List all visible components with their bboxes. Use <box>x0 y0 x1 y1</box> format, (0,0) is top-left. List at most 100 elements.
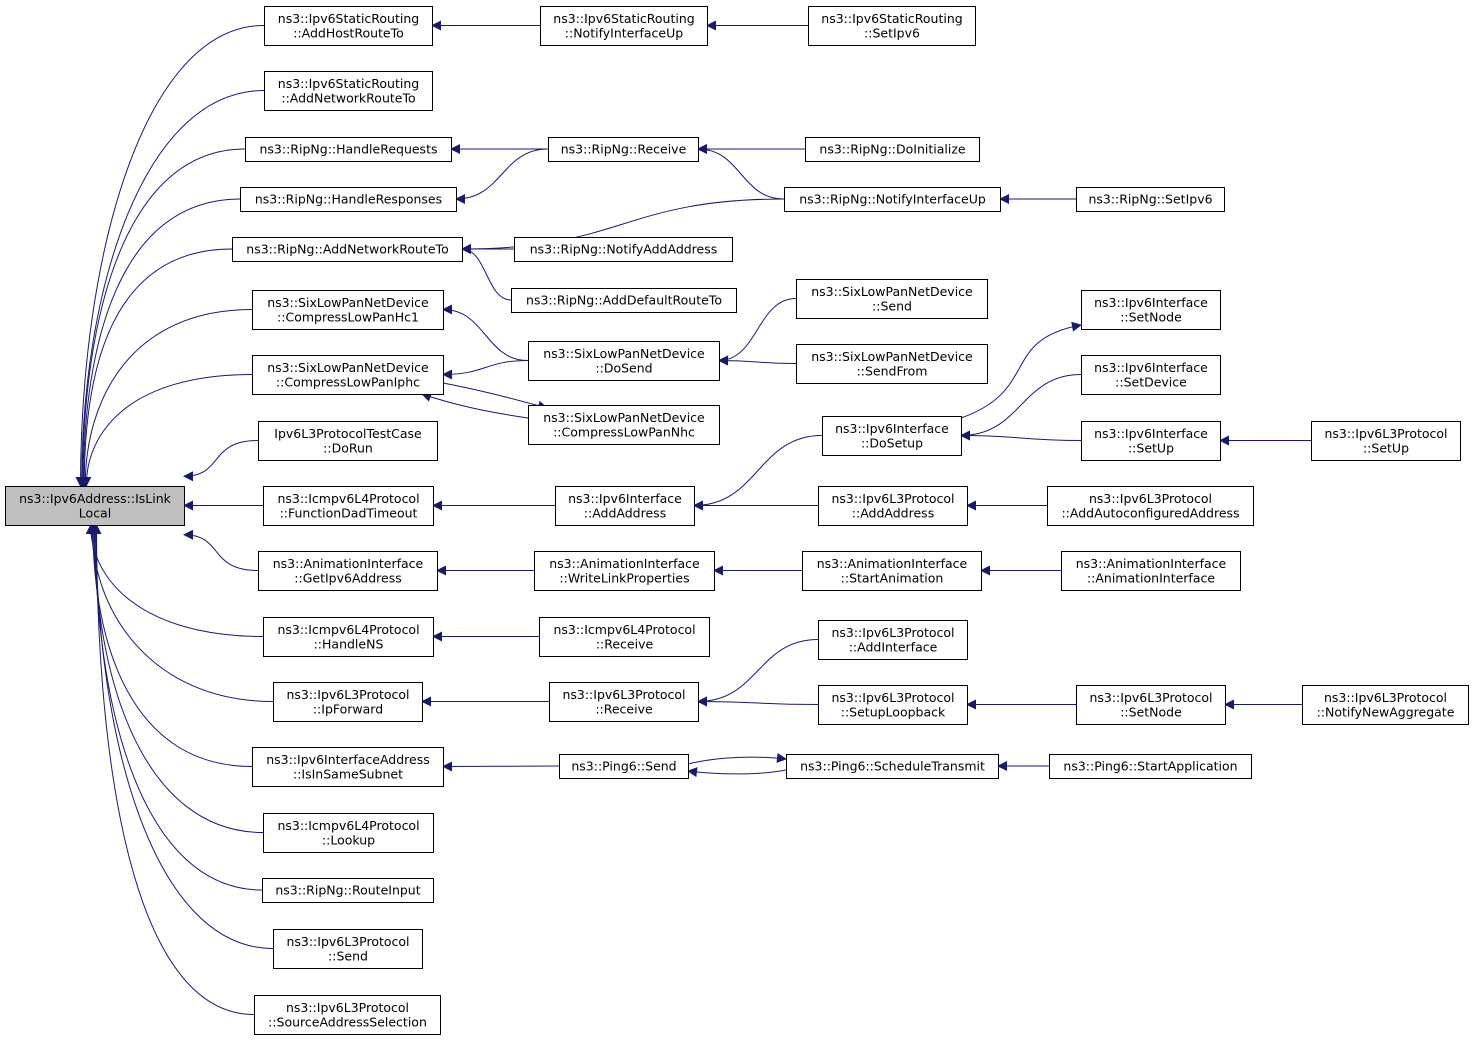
node-l3nna[interactable]: ns3::Ipv6L3Protocol::NotifyNewAggregate <box>1302 685 1469 725</box>
node-label-line: ns3::Icmpv6L4Protocol <box>553 622 695 637</box>
node-box <box>252 290 444 330</box>
edge-ifsetup-to-ifdosetup <box>960 430 1082 441</box>
node-anr[interactable]: ns3::Ipv6StaticRouting::AddNetworkRouteT… <box>264 71 433 111</box>
node-label-line: ::CompressLowPanIphc <box>276 374 420 389</box>
node-ipfwd[interactable]: ns3::Ipv6L3Protocol::IpForward <box>273 682 423 722</box>
node-hreq[interactable]: ns3::RipNg::HandleRequests <box>245 137 452 162</box>
node-anistart[interactable]: ns3::AnimationInterface::StartAnimation <box>802 551 982 591</box>
edge-iphc-to-nhc <box>421 392 529 419</box>
node-box <box>818 685 968 725</box>
node-label-line: ns3::RipNg::AddNetworkRouteTo <box>246 242 448 257</box>
node-label-line: ns3::AnimationInterface <box>1076 556 1227 571</box>
node-ai3[interactable]: ns3::Ipv6StaticRouting::SetIpv6 <box>808 6 976 46</box>
node-box <box>254 995 441 1035</box>
node-hresp[interactable]: ns3::RipNg::HandleResponses <box>240 187 457 212</box>
node-l3addaddr[interactable]: ns3::Ipv6L3Protocol::AddAddress <box>818 486 968 526</box>
node-box <box>264 71 433 111</box>
node-label-line: ns3::Ipv6L3Protocol <box>831 690 954 705</box>
node-l3autoaddr[interactable]: ns3::Ipv6L3Protocol::AddAutoconfiguredAd… <box>1047 486 1254 526</box>
edge-anigetip-to-root <box>183 529 259 571</box>
node-rnaa[interactable]: ns3::RipNg::NotifyAddAddress <box>514 237 733 262</box>
node-radr[interactable]: ns3::RipNg::AddDefaultRouteTo <box>511 288 737 313</box>
node-l3recv[interactable]: ns3::Ipv6L3Protocol::Receive <box>549 682 699 722</box>
node-label-line: ::DoRun <box>323 440 373 455</box>
node-label-line: ns3::RipNg::AddDefaultRouteTo <box>526 293 722 308</box>
node-label-line: ns3::Ipv6L3Protocol <box>286 687 409 702</box>
node-p6start[interactable]: ns3::Ping6::StartApplication <box>1049 754 1252 779</box>
node-anigetip[interactable]: ns3::AnimationInterface::GetIpv6Address <box>258 551 438 591</box>
node-ranr[interactable]: ns3::RipNg::AddNetworkRouteTo <box>232 237 463 262</box>
node-ai2[interactable]: ns3::Ipv6StaticRouting::NotifyInterfaceU… <box>540 6 708 46</box>
node-hc1[interactable]: ns3::SixLowPanNetDevice::CompressLowPanH… <box>252 290 444 330</box>
node-label-line: ::SetUp <box>1363 440 1409 455</box>
node-ifsetdev[interactable]: ns3::Ipv6Interface::SetDevice <box>1081 355 1221 395</box>
node-l3setnode[interactable]: ns3::Ipv6L3Protocol::SetNode <box>1076 685 1226 725</box>
node-sixdosend[interactable]: ns3::SixLowPanNetDevice::DoSend <box>528 341 720 381</box>
node-lookup[interactable]: ns3::Icmpv6L4Protocol::Lookup <box>263 813 434 853</box>
node-box <box>784 187 1001 212</box>
edge-rniu-to-rrecv <box>697 144 785 200</box>
node-label-line: ns3::Icmpv6L4Protocol <box>277 818 419 833</box>
node-l3send[interactable]: ns3::Ipv6L3Protocol::Send <box>273 929 423 969</box>
edge-p6send-to-issame <box>442 761 560 772</box>
edge-ifdosetup-to-ifaddaddr <box>693 435 823 511</box>
node-box <box>258 551 438 591</box>
node-l3setup[interactable]: ns3::Ipv6L3Protocol::SetUp <box>1311 421 1461 461</box>
edge-hc1-to-root <box>80 309 253 487</box>
node-ai1[interactable]: ns3::Ipv6StaticRouting::AddHostRouteTo <box>264 6 433 46</box>
node-fdad[interactable]: ns3::Icmpv6L4Protocol::FunctionDadTimeou… <box>263 486 434 526</box>
node-rsetipv6[interactable]: ns3::RipNg::SetIpv6 <box>1076 187 1225 212</box>
node-sixsend[interactable]: ns3::SixLowPanNetDevice::Send <box>796 279 988 319</box>
node-label-line: ns3::Ipv6L3Protocol <box>562 687 685 702</box>
node-label-line: ::AddAddress <box>852 505 934 520</box>
node-aniwlp[interactable]: ns3::AnimationInterface::WriteLinkProper… <box>534 551 715 591</box>
node-box <box>273 929 423 969</box>
node-ifsetnode[interactable]: ns3::Ipv6Interface::SetNode <box>1081 290 1221 330</box>
node-ifaddaddr[interactable]: ns3::Ipv6Interface::AddAddress <box>555 486 695 526</box>
node-l3addif[interactable]: ns3::Ipv6L3Protocol::AddInterface <box>818 620 968 660</box>
node-ifsetup[interactable]: ns3::Ipv6Interface::SetUp <box>1081 421 1221 461</box>
node-label-line: ::AddAutoconfiguredAddress <box>1061 505 1239 520</box>
node-test[interactable]: Ipv6L3ProtocolTestCase::DoRun <box>258 421 438 461</box>
node-box <box>1311 421 1461 461</box>
node-label-line: ::CompressLowPanNhc <box>553 424 695 439</box>
node-label-line: ::SendFrom <box>857 363 928 378</box>
edge-l3loop-to-l3recv <box>697 696 819 707</box>
node-anictor[interactable]: ns3::AnimationInterface::AnimationInterf… <box>1061 551 1241 591</box>
node-box <box>802 551 982 591</box>
node-rrecv[interactable]: ns3::RipNg::Receive <box>548 137 699 162</box>
node-label-line: ns3::SixLowPanNetDevice <box>811 284 973 299</box>
node-nhc[interactable]: ns3::SixLowPanNetDevice::CompressLowPanN… <box>528 405 720 445</box>
edge-ranr-to-root <box>79 248 233 487</box>
node-l3loop[interactable]: ns3::Ipv6L3Protocol::SetupLoopback <box>818 685 968 725</box>
node-rniu[interactable]: ns3::RipNg::NotifyInterfaceUp <box>784 187 1001 212</box>
node-label-line: ns3::SixLowPanNetDevice <box>811 349 973 364</box>
node-box <box>540 6 708 46</box>
node-box <box>1081 421 1221 461</box>
node-iphc[interactable]: ns3::SixLowPanNetDevice::CompressLowPanI… <box>252 355 444 395</box>
node-handlens[interactable]: ns3::Icmpv6L4Protocol::HandleNS <box>263 617 434 657</box>
node-label-line: ::AddNetworkRouteTo <box>281 90 415 105</box>
node-icmprecv[interactable]: ns3::Icmpv6L4Protocol::Receive <box>539 617 710 657</box>
node-label-line: ns3::Ipv6Interface <box>568 491 682 506</box>
node-box <box>264 6 433 46</box>
node-label-line: ::SetNode <box>1120 309 1182 324</box>
node-sixsendfrom[interactable]: ns3::SixLowPanNetDevice::SendFrom <box>796 344 988 384</box>
node-box <box>539 617 710 657</box>
node-routein[interactable]: ns3::RipNg::RouteInput <box>262 878 434 903</box>
node-label-line: ns3::Ipv6Interface <box>835 421 949 436</box>
node-label-line: ::SetUp <box>1128 440 1174 455</box>
node-box <box>1076 187 1225 212</box>
node-p6sched[interactable]: ns3::Ping6::ScheduleTransmit <box>786 754 999 779</box>
node-box <box>1047 486 1254 526</box>
node-box <box>796 344 988 384</box>
node-box <box>263 486 434 526</box>
node-ifdosetup[interactable]: ns3::Ipv6Interface::DoSetup <box>822 416 962 456</box>
node-rdoinit[interactable]: ns3::RipNg::DoInitialize <box>805 137 980 162</box>
node-srcsel[interactable]: ns3::Ipv6L3Protocol::SourceAddressSelect… <box>254 995 441 1035</box>
node-p6send[interactable]: ns3::Ping6::Send <box>559 754 689 779</box>
node-label-line: ::HandleNS <box>314 636 384 651</box>
node-issame[interactable]: ns3::Ipv6InterfaceAddress::IsInSameSubne… <box>252 747 444 787</box>
edge-l3send-to-root <box>90 524 274 949</box>
